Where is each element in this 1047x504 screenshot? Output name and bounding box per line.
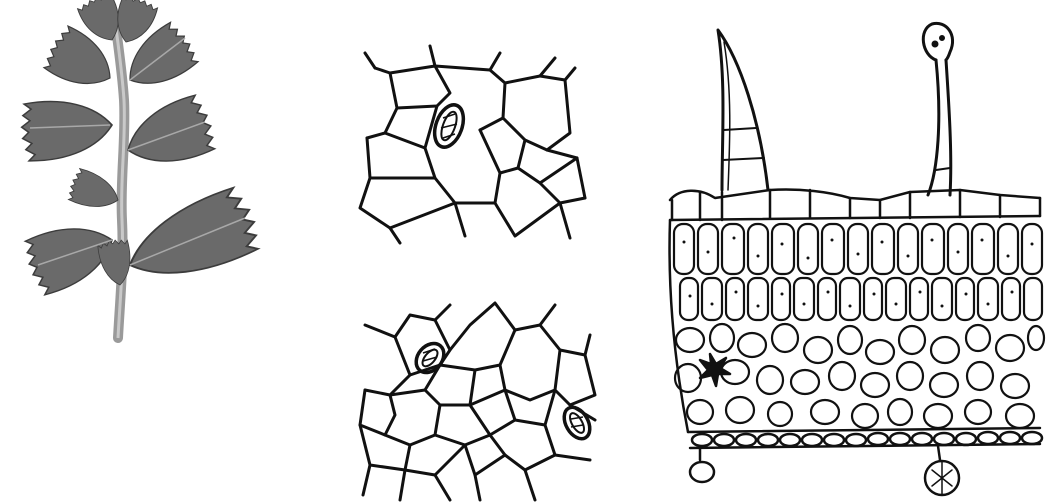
leaf: [66, 167, 124, 216]
leaf: [20, 96, 115, 162]
leaf-transverse-section-panel: [660, 20, 1047, 504]
palisade-layer: [674, 224, 1042, 274]
upper-epidermis: [670, 189, 1040, 220]
leafy-shoot-illustration: [0, 0, 290, 350]
leaf: [97, 238, 135, 288]
leaf-cross-section: [660, 20, 1047, 504]
upper-epidermis-panel: [355, 38, 605, 248]
glandular-trichome: [923, 23, 952, 195]
glandular-hair-lower: [925, 446, 959, 495]
stoma: [559, 403, 595, 443]
covering-trichome: [718, 30, 768, 190]
lower-epidermis: [688, 428, 1042, 448]
lower-epidermis-panel: [355, 295, 605, 504]
lower-epidermis-cells: [355, 295, 605, 504]
lower-trichome: [690, 448, 714, 482]
upper-epidermis-cells: [355, 38, 605, 248]
palisade-layer: [680, 278, 1042, 320]
spongy-mesophyll: [675, 324, 1044, 428]
plant-specimen-panel: [0, 0, 290, 350]
